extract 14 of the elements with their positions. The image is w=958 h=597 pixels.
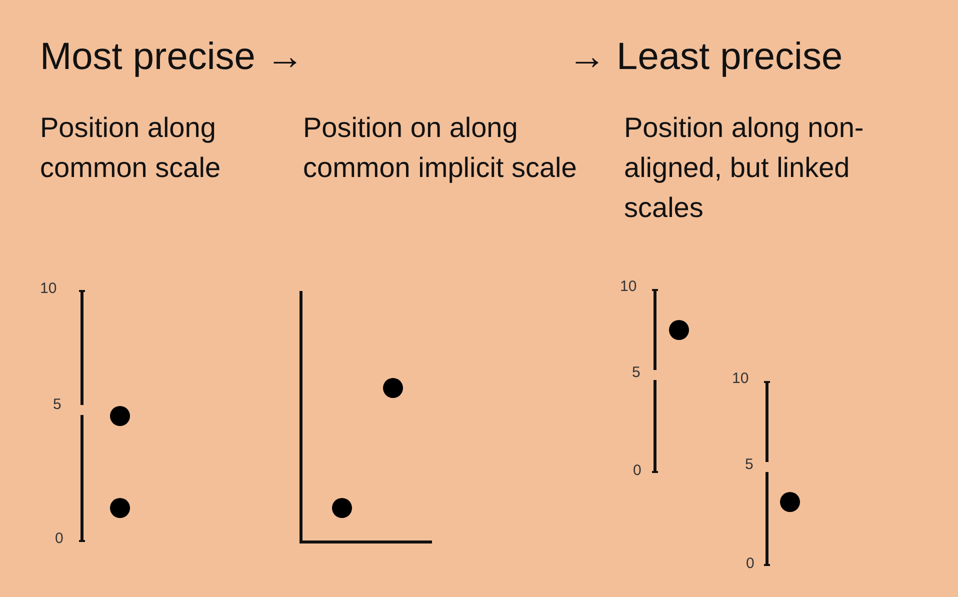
column-heading: Position along non-aligned, but linked scales <box>624 111 865 225</box>
tick-label: 0 <box>746 555 754 572</box>
tick-label: 5 <box>53 396 62 413</box>
tick-label: 5 <box>745 456 754 473</box>
heading: Most precise → <box>40 36 304 79</box>
tick-label: 0 <box>55 530 64 547</box>
tick-label: 10 <box>732 370 749 387</box>
tick-label: 5 <box>632 364 640 381</box>
tick-label: 10 <box>620 278 637 295</box>
column-heading: Position on along common implicit scale <box>303 111 578 185</box>
heading: → Least precise <box>568 36 843 79</box>
column-heading: Position along common scale <box>40 111 222 185</box>
tick-label: 10 <box>40 280 57 297</box>
tick-label: 0 <box>633 462 642 479</box>
